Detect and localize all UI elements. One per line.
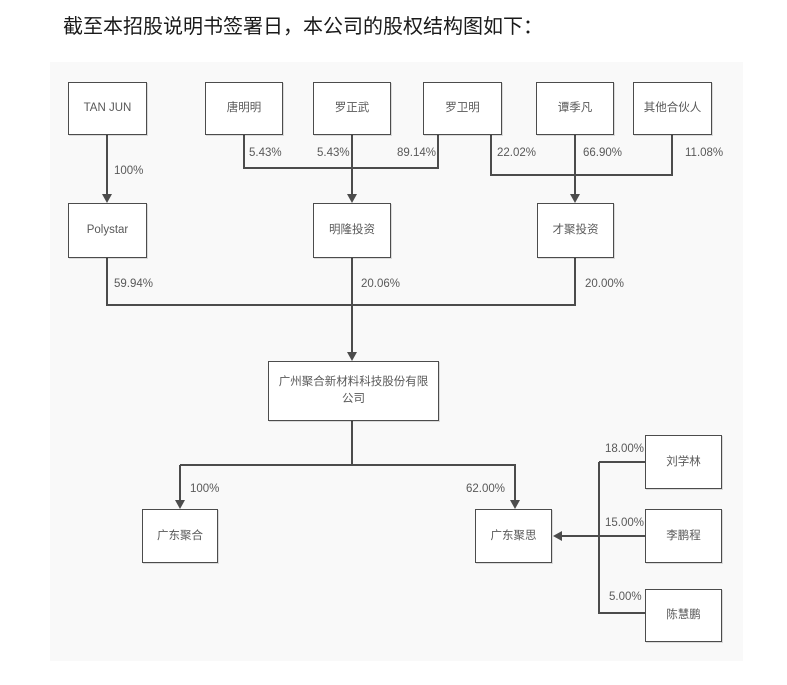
arrowhead-down-icon — [570, 194, 580, 203]
node-luo-zhengwu: 罗正武 — [313, 82, 391, 135]
edge-line — [351, 258, 353, 352]
node-tan-jifan: 谭季凡 — [536, 82, 614, 135]
ownership-percent-label: 22.02% — [497, 147, 537, 159]
arrowhead-down-icon — [347, 194, 357, 203]
ownership-percent-label: 20.00% — [585, 278, 625, 290]
edge-line — [351, 421, 353, 465]
edge-line — [561, 535, 645, 537]
node-other-partners: 其他合伙人 — [633, 82, 712, 135]
ownership-percent-label: 5.43% — [317, 147, 350, 159]
ownership-percent-label: 59.94% — [114, 278, 154, 290]
ownership-percent-label: 100% — [114, 165, 144, 177]
ownership-percent-label: 62.00% — [466, 483, 506, 495]
node-minglong-investment: 明隆投资 — [313, 203, 391, 258]
ownership-percent-label: 20.06% — [361, 278, 401, 290]
arrowhead-down-icon — [347, 352, 357, 361]
edge-line — [106, 258, 108, 306]
edge-line — [491, 174, 673, 176]
edge-line — [244, 167, 439, 169]
edge-line — [106, 135, 108, 195]
page-title: 截至本招股说明书签署日，本公司的股权结构图如下： — [63, 16, 543, 38]
equity-structure-diagram-panel: 100% 5.43% 5.43% 89.14% 22.02% 66.90% 11.08% 59… — [50, 62, 743, 661]
node-guangdong-jusi: 广东聚思 — [475, 509, 552, 563]
edge-line — [437, 135, 439, 169]
edge-line — [599, 612, 645, 614]
ownership-percent-label: 18.00% — [605, 443, 645, 455]
node-polystar: Polystar — [68, 203, 147, 258]
node-liu-xuelin: 刘学林 — [645, 435, 722, 489]
node-caiju-investment: 才聚投资 — [537, 203, 614, 258]
edge-line — [574, 135, 576, 195]
ownership-percent-label: 5.43% — [249, 147, 282, 159]
arrowhead-left-icon — [553, 531, 562, 541]
arrowhead-down-icon — [175, 500, 185, 509]
node-chen-huipeng: 陈慧鹏 — [645, 589, 722, 642]
ownership-percent-label: 89.14% — [397, 147, 437, 159]
edge-line — [671, 135, 673, 176]
arrowhead-down-icon — [102, 194, 112, 203]
edge-line — [598, 462, 600, 614]
node-luo-weiming: 罗卫明 — [423, 82, 502, 135]
edge-line — [180, 464, 516, 466]
edge-line — [599, 461, 645, 463]
ownership-percent-label: 66.90% — [583, 147, 623, 159]
node-tan-jun: TAN JUN — [68, 82, 147, 135]
ownership-percent-label: 100% — [190, 483, 220, 495]
edge-line — [514, 465, 516, 501]
ownership-percent-label: 11.08% — [685, 147, 724, 159]
node-li-pengcheng: 李鹏程 — [645, 509, 722, 563]
arrowhead-down-icon — [510, 500, 520, 509]
edge-line — [490, 135, 492, 176]
ownership-percent-label: 5.00% — [609, 591, 642, 603]
edge-line — [243, 135, 245, 169]
edge-line — [107, 304, 576, 306]
ownership-percent-label: 15.00% — [605, 517, 645, 529]
node-main-company: 广州聚合新材料科技股份有限公司 — [268, 361, 439, 421]
node-tang-mingming: 唐明明 — [205, 82, 283, 135]
edge-line — [351, 135, 353, 195]
edge-line — [574, 258, 576, 306]
node-guangdong-juhe: 广东聚合 — [142, 509, 218, 563]
edge-line — [179, 465, 181, 501]
